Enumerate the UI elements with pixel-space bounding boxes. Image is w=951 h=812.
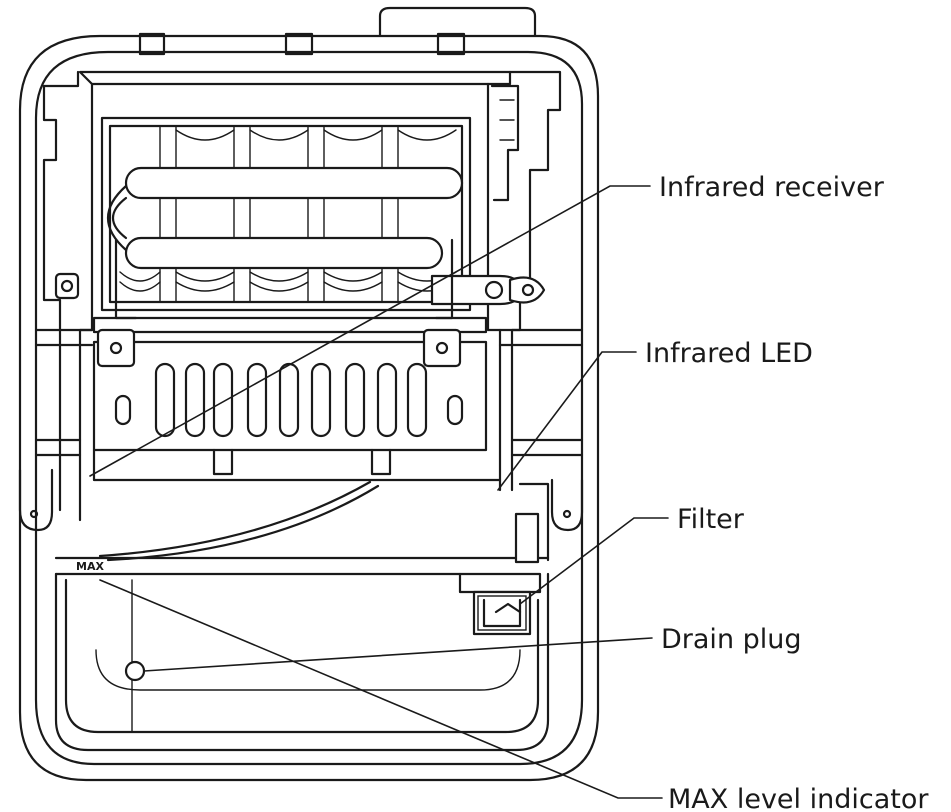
grille-slot: [376, 362, 398, 438]
drop-grille: [92, 316, 502, 482]
top-tab-right: [436, 32, 466, 56]
label-max-level-indicator: MAX level indicator: [668, 784, 929, 812]
grille-slot: [154, 362, 176, 438]
grille-slot: [212, 362, 234, 438]
housing: [18, 6, 600, 782]
top-tab-center: [284, 32, 314, 56]
grille-slot: [310, 362, 332, 438]
grille-slot: [344, 362, 366, 438]
filter: [472, 590, 532, 636]
grille-slot: [446, 394, 464, 426]
frame-left-outer: [42, 70, 80, 512]
grille-slot: [278, 362, 300, 438]
leader-lines: [89, 185, 669, 799]
right-mechanism: [490, 84, 520, 202]
outer-shell: [18, 34, 600, 782]
grille-slot: [184, 362, 206, 438]
upper-rod: [124, 166, 464, 200]
ejector-arm: [430, 274, 522, 306]
top-tab-left: [138, 32, 166, 56]
filter-housing: [458, 482, 550, 636]
drain-plug: [124, 660, 146, 682]
grille-slot: [114, 394, 132, 426]
ice-mold: [100, 116, 472, 312]
water-basin: [54, 572, 550, 752]
leader-filter: [519, 517, 669, 605]
evaporator: [100, 116, 546, 320]
frame-top: [78, 70, 512, 86]
label-infrared-led: Infrared LED: [645, 338, 813, 369]
grille-body: [92, 316, 488, 334]
label-filter: Filter: [677, 504, 745, 535]
lower-rod: [124, 236, 444, 270]
leader-drain-plug: [143, 637, 653, 672]
leader-infrared-led: [497, 351, 637, 491]
inner-shell: [34, 50, 584, 766]
frame: [18, 70, 584, 532]
grille-slot: [246, 362, 268, 438]
grille-slot: [406, 362, 428, 438]
label-drain-plug: Drain plug: [661, 624, 802, 655]
top-handle: [378, 6, 537, 36]
reservoir: MAX: [54, 480, 550, 752]
leader-infrared-receiver: [89, 185, 651, 477]
label-infrared-receiver: Infrared receiver: [659, 172, 885, 203]
frame-right-inner: [486, 82, 502, 492]
frame-left-inner: [78, 82, 94, 522]
leader-max-level-indicator: [99, 579, 663, 799]
callout-labels: Infrared receiver Infrared LED Filter Dr…: [645, 172, 929, 812]
max-level-marking: MAX: [76, 560, 104, 573]
